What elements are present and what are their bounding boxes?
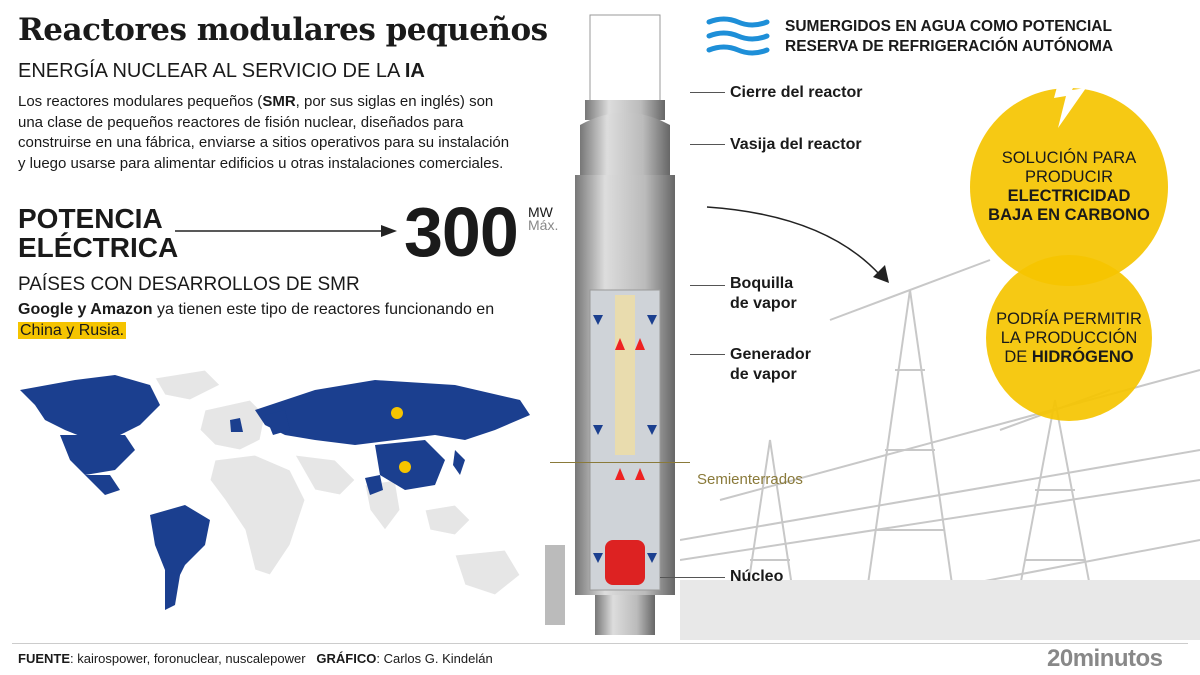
nozzle-line-1: Boquilla <box>730 275 794 292</box>
leader-line <box>690 144 725 145</box>
curved-arrow-icon <box>706 206 889 283</box>
subtitle-text: ENERGÍA NUCLEAR AL SERVICIO DE LA <box>18 60 405 82</box>
intro-text: Los reactores modulares pequeños ( <box>18 93 263 110</box>
countries-highlight: China y Rusia. <box>18 322 127 339</box>
footer-divider <box>12 643 1188 644</box>
label-steam-nozzle: Boquilla de vapor <box>730 274 797 314</box>
marker-russia <box>391 407 403 419</box>
source-text: : kairospower, foronuclear, nuscalepower <box>70 651 306 666</box>
countries-title: PAÍSES CON DESARROLLOS DE SMR <box>18 274 360 295</box>
label-steam-generator: Generador de vapor <box>730 345 811 385</box>
c2-line-2: LA PRODUCCIÓN <box>1000 328 1138 347</box>
nozzle-line-2: de vapor <box>730 295 797 312</box>
intro-bold: SMR <box>262 93 296 110</box>
qualifier: Máx. <box>528 217 559 233</box>
intro-paragraph: Los reactores modulares pequeños (SMR, p… <box>18 92 518 174</box>
lightning-bolt-icon <box>1054 68 1086 128</box>
brand-logo: 20minutos <box>1047 645 1163 672</box>
c2-bold: HIDRÓGENO <box>1031 347 1134 366</box>
label-reactor-closure: Cierre del reactor <box>730 84 863 101</box>
world-map <box>20 370 530 610</box>
subtitle-bold: IA <box>404 60 425 82</box>
reactor-illustration <box>545 14 675 635</box>
c2-line-3: DE <box>1004 347 1032 366</box>
source-label: FUENTE <box>18 651 70 666</box>
label-reactor-vessel: Vasija del reactor <box>730 136 862 153</box>
generator-line-2: de vapor <box>730 366 797 383</box>
arrow-right-icon <box>175 225 397 237</box>
power-label-1: POTENCIA <box>18 203 163 234</box>
page-title: Reactores modulares pequeños <box>18 12 548 48</box>
c2-line-1: PODRÍA PERMITIR <box>996 309 1142 328</box>
footer-credits: FUENTE: kairospower, foronuclear, nuscal… <box>18 651 493 666</box>
water-line-2: RESERVA DE REFRIGERACIÓN AUTÓNOMA <box>785 38 1114 55</box>
leader-line <box>690 92 725 93</box>
c1-line-2: PRODUCIR <box>1024 168 1113 186</box>
power-pylons-illustration <box>680 259 1200 640</box>
label-semi-buried: Semienterrados <box>697 471 803 488</box>
ground-line <box>550 462 690 463</box>
water-note: SUMERGIDOS EN AGUA COMO POTENCIAL RESERVA… <box>785 17 1113 57</box>
power-value: 300 <box>404 193 519 271</box>
countries-text: Google y Amazon ya tienen este tipo de r… <box>18 299 523 341</box>
countries-body: ya tienen este tipo de reactores funcion… <box>152 301 495 318</box>
c1-bold-2: BAJA EN CARBONO <box>988 206 1150 224</box>
leader-line <box>690 354 725 355</box>
subtitle: ENERGÍA NUCLEAR AL SERVICIO DE LA IA <box>18 60 425 83</box>
marker-china <box>399 461 411 473</box>
unit: MW <box>528 204 553 220</box>
power-label-2: ELÉCTRICA <box>18 232 179 263</box>
c1-line-1: SOLUCIÓN PARA <box>1001 149 1137 167</box>
leader-line <box>660 577 725 578</box>
water-waves-icon <box>706 16 770 56</box>
leader-line <box>690 285 725 286</box>
graphic-text: : Carlos G. Kindelán <box>376 651 493 666</box>
generator-line-1: Generador <box>730 346 811 363</box>
c1-bold-1: ELECTRICIDAD <box>1007 187 1131 205</box>
label-core: Núcleo <box>730 568 784 585</box>
intro-text-2: , por sus siglas en inglés) son una clas… <box>18 93 510 172</box>
countries-bold: Google y Amazon <box>18 301 153 318</box>
graphic-label: GRÁFICO <box>316 651 377 666</box>
water-line-1: SUMERGIDOS EN AGUA COMO POTENCIAL <box>785 18 1112 35</box>
